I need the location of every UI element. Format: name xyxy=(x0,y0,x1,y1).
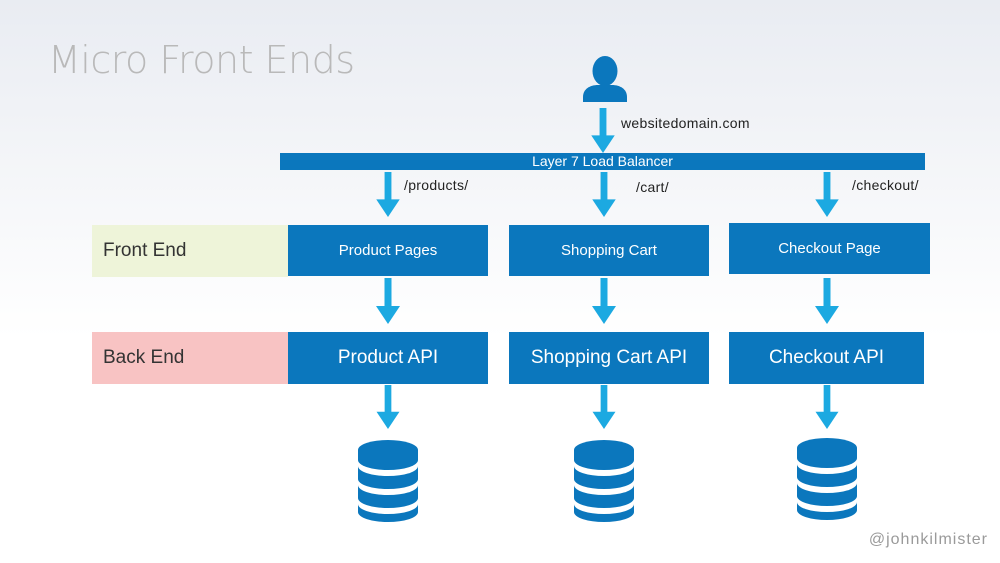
checkout-api-box: Checkout API xyxy=(729,332,924,384)
be-to-db-arrow-checkout xyxy=(815,385,839,429)
route-label-checkout: /checkout/ xyxy=(852,177,919,193)
be-to-db-arrow-cart xyxy=(592,385,616,429)
shopping-cart-api-label: Shopping Cart API xyxy=(530,347,688,368)
shopping-cart-label: Shopping Cart xyxy=(561,242,657,259)
product-api-label: Product API xyxy=(337,347,439,368)
product-api-box: Product API xyxy=(288,332,488,384)
front-end-row-label: Front End xyxy=(92,225,288,277)
product-pages-box: Product Pages xyxy=(288,225,488,276)
author-watermark: @johnkilmister xyxy=(868,531,988,548)
domain-label: websitedomain.com xyxy=(621,115,750,131)
user-to-lb-arrow xyxy=(591,108,615,153)
shopping-cart-box: Shopping Cart xyxy=(509,225,709,276)
user-icon xyxy=(583,56,627,102)
checkout-page-label: Checkout Page xyxy=(778,240,881,257)
shopping-cart-api-box: Shopping Cart API xyxy=(509,332,709,384)
product-pages-label: Product Pages xyxy=(338,242,438,259)
fe-to-be-arrow-cart xyxy=(592,278,616,324)
database-icon xyxy=(574,440,634,522)
checkout-page-box: Checkout Page xyxy=(729,223,930,274)
fe-to-be-arrow-checkout xyxy=(815,278,839,324)
load-balancer-bar: Layer 7 Load Balancer xyxy=(280,153,925,170)
route-arrow-cart xyxy=(592,172,616,217)
load-balancer-label: Layer 7 Load Balancer xyxy=(532,153,673,169)
page-title: Micro Front Ends xyxy=(48,38,355,82)
route-arrow-checkout xyxy=(815,172,839,217)
route-label-cart: /cart/ xyxy=(636,179,669,195)
fe-to-be-arrow-products xyxy=(376,278,400,324)
database-icon xyxy=(797,438,857,520)
checkout-api-label: Checkout API xyxy=(768,347,885,368)
route-label-products: /products/ xyxy=(404,177,469,193)
database-icon xyxy=(358,440,418,522)
back-end-row-label: Back End xyxy=(92,332,288,384)
route-arrow-products xyxy=(376,172,400,217)
be-to-db-arrow-products xyxy=(376,385,400,429)
